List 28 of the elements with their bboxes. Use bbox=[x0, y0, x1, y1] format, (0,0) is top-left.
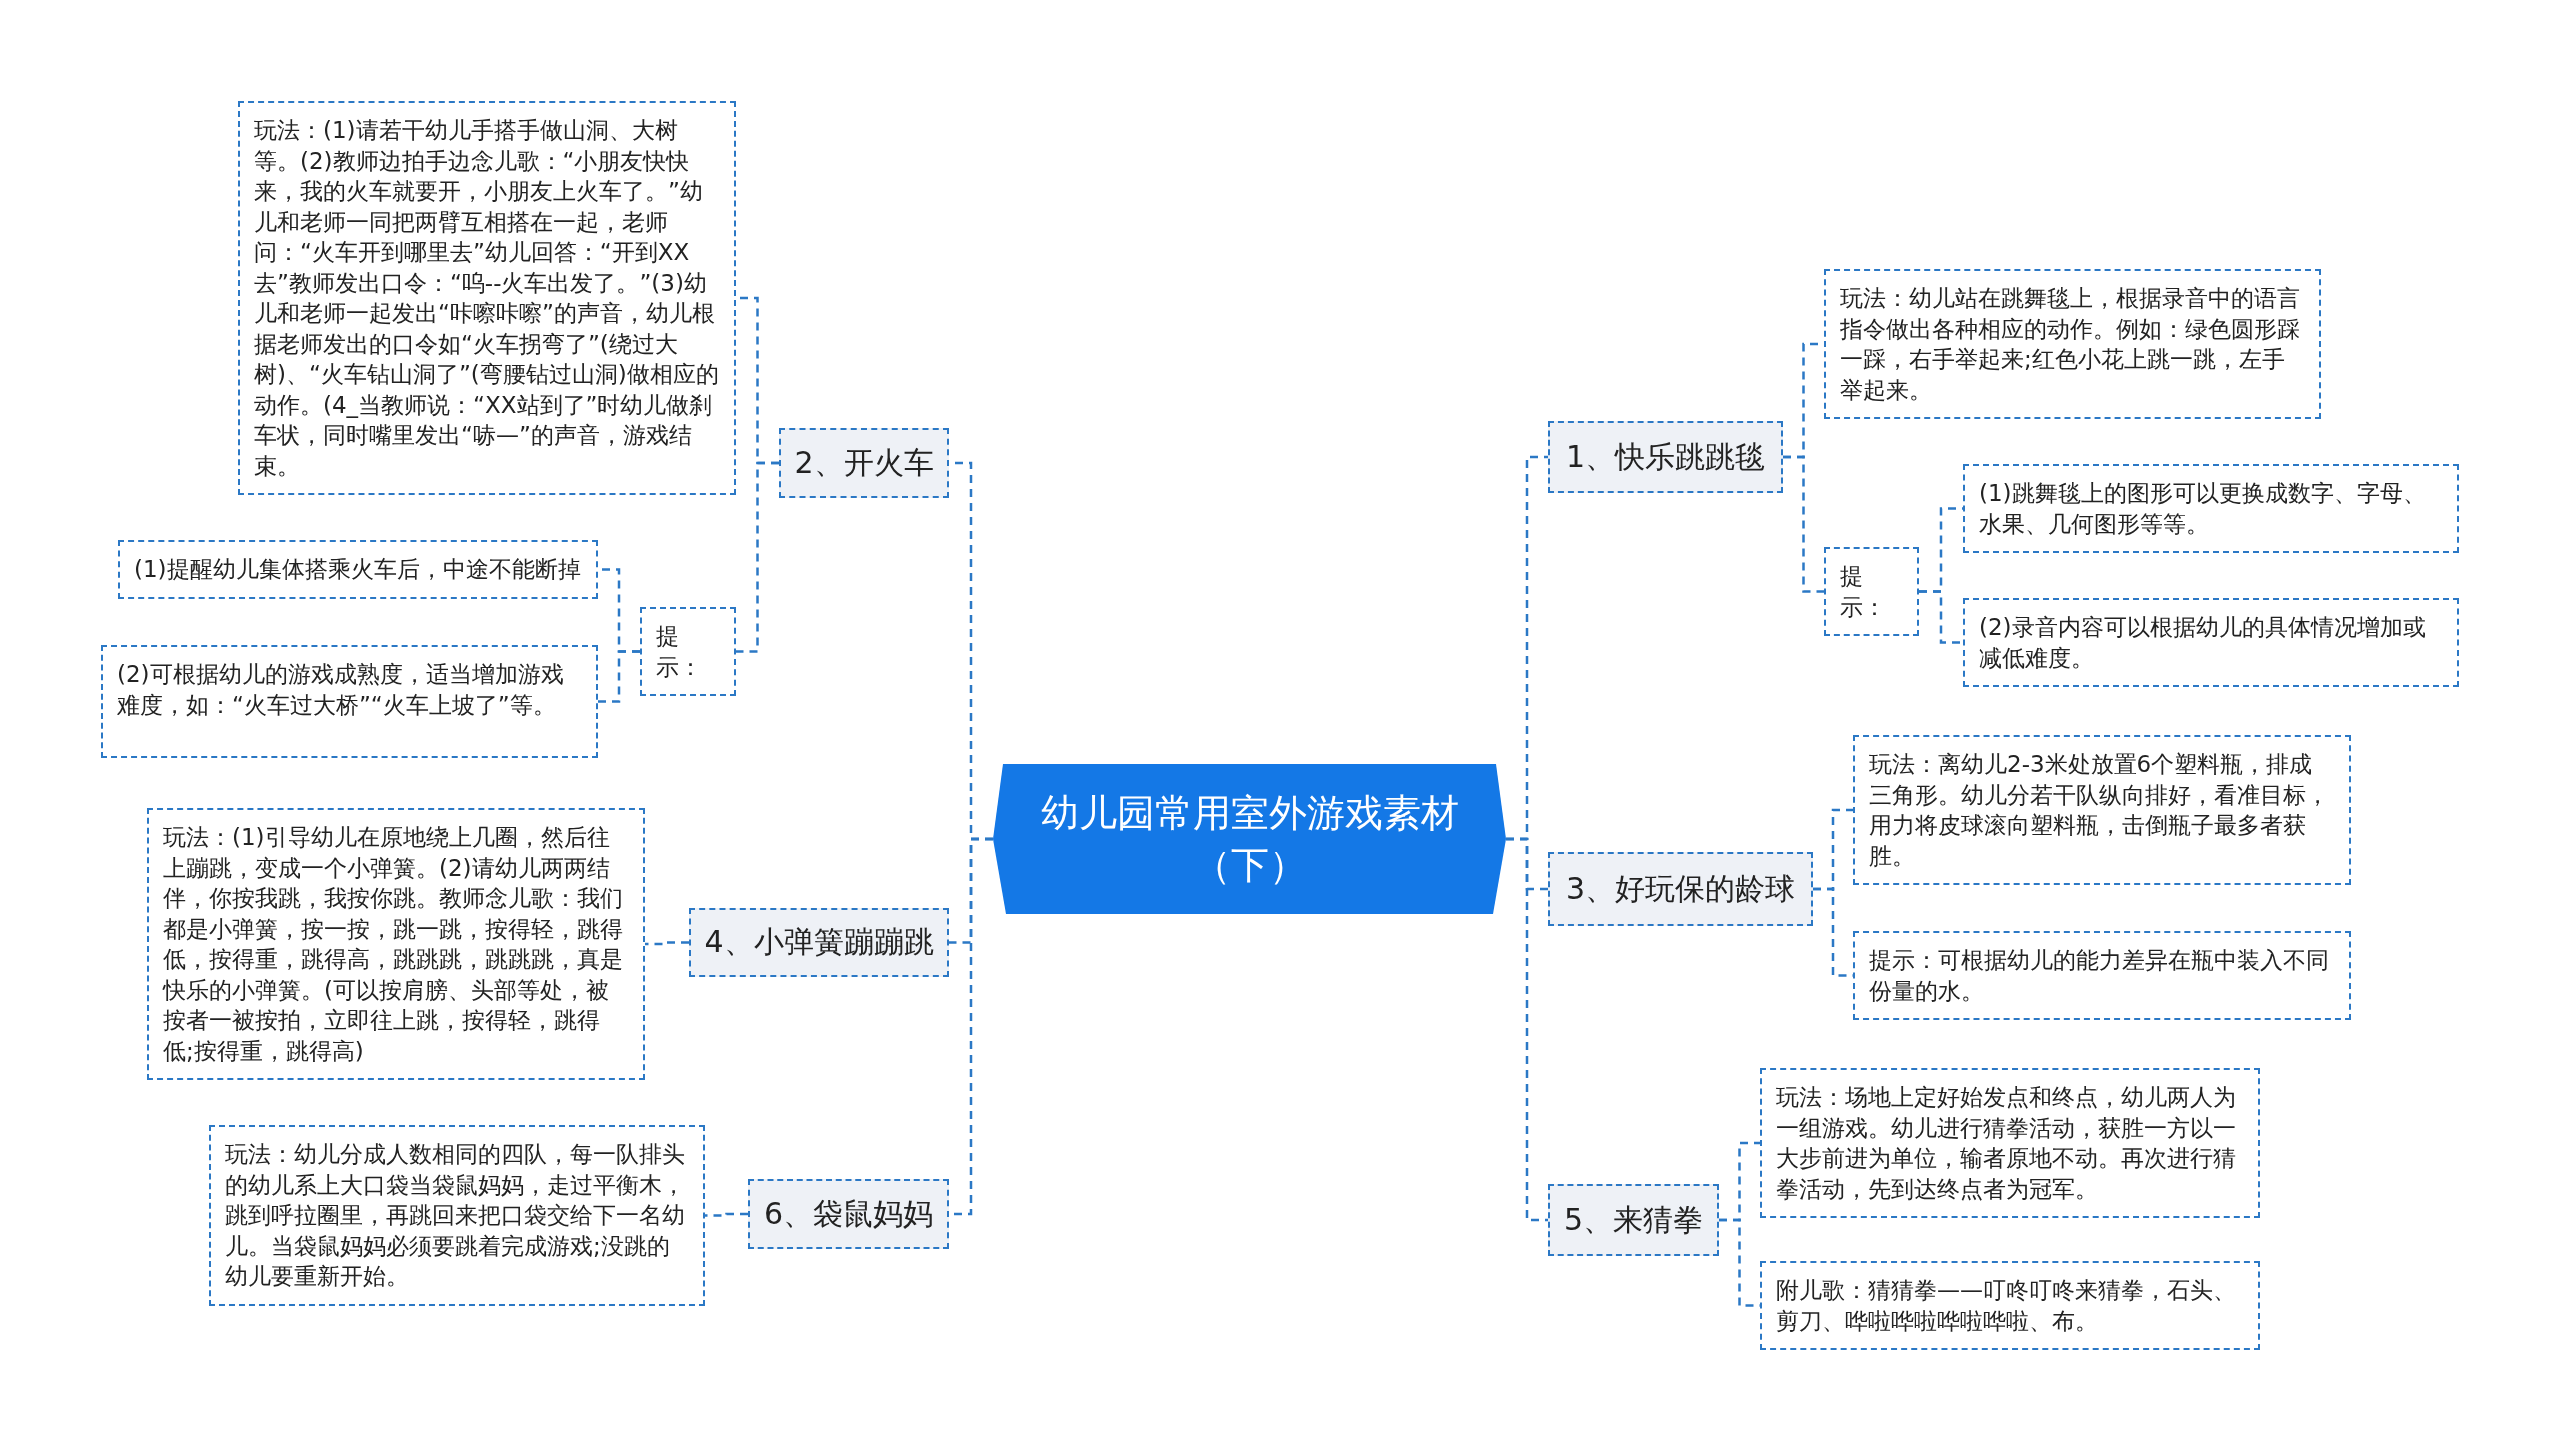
connector bbox=[645, 941, 689, 946]
note-box: (2)可根据幼儿的游戏成熟度，适当增加游戏难度，如：“火车过大桥”“火车上坡了”等。 bbox=[101, 645, 598, 758]
note-box: 玩法：(1)引导幼儿在原地绕上几圈，然后往上蹦跳，变成一个小弹簧。(2)请幼儿两两结伴，你按我跳，我按你跳。教师念儿歌：我们都是小弹簧，按一按，跳一跳，按得轻，跳得低，按得重，跳得高，跳跳跳，跳跳跳，真是快乐的小弹簧。(可以按肩膀、头部等处，被按者一被按拍，立即往上跳，按得轻，跳得低;按得重，跳得高) bbox=[147, 808, 645, 1080]
note-box: (1)提醒幼儿集体搭乘火车后，中途不能断掉 bbox=[118, 540, 598, 599]
connector bbox=[598, 650, 640, 703]
note-box: (2)录音内容可以根据幼儿的具体情况增加或减低难度。 bbox=[1963, 598, 2459, 687]
note-box: 附儿歌：猜猜拳——叮咚叮咚来猜拳，石头、剪刀、哗啦哗啦哗啦哗啦、布。 bbox=[1760, 1261, 2260, 1350]
connector bbox=[1919, 590, 1963, 644]
note-box: 提示：可根据幼儿的能力差异在瓶中装入不同份量的水。 bbox=[1853, 931, 2351, 1020]
note-box: 玩法：离幼儿2-3米处放置6个塑料瓶，排成三角形。幼儿分若干队纵向排好，看准目标，用力将皮球滚向塑料瓶，击倒瓶子最多者获胜。 bbox=[1853, 735, 2351, 885]
note-box: 玩法：场地上定好始发点和终点，幼儿两人为一组游戏。幼儿进行猜拳活动，获胜一方以一大步前进为单位，输者原地不动。再次进行猜拳活动，先到达终点者为冠军。 bbox=[1760, 1068, 2260, 1218]
note-box: (1)跳舞毯上的图形可以更换成数字、字母、水果、几何图形等等。 bbox=[1963, 464, 2459, 553]
note-box: 玩法：幼儿分成人数相同的四队，每一队排头的幼儿系上大口袋当袋鼠妈妈，走过平衡木，跳到呼拉圈里，再跳回来把口袋交给下一名幼儿。当袋鼠妈妈必须要跳着完成游戏;没跳的幼儿要重新开始。 bbox=[209, 1125, 705, 1306]
topic-box: 3、好玩保的龄球 bbox=[1548, 852, 1813, 926]
topic-box: 6、袋鼠妈妈 bbox=[748, 1179, 949, 1249]
note-box: 玩法：(1)请若干幼儿手搭手做山洞、大树等。(2)教师边拍手边念儿歌：“小朋友快快来，我的火车就要开，小朋友上火车了。”幼儿和老师一同把两臂互相搭在一起，老师问：“火车开到哪里去”幼儿回答：“开到XX去”教师发出口令：“呜--火车出发了。”(3)幼儿和老师一起发出“咔嚓咔嚓”的声音，幼儿根据老师发出的口令如“火车拐弯了”(绕过大树)、“火车钻山洞了”(弯腰钻过山洞)做相应的动作。(4_当教师说：“XX站到了”时幼儿做刹车状，同时嘴里发出“哧—”的声音，游戏结束。 bbox=[238, 101, 736, 495]
topic-box: 1、快乐跳跳毯 bbox=[1548, 421, 1783, 493]
central-topic: 幼儿园常用室外游戏素材（下） bbox=[993, 764, 1506, 914]
note-box: 玩法：幼儿站在跳舞毯上，根据录音中的语言指令做出各种相应的动作。例如：绿色圆形踩一踩，右手举起来;红色小花上跳一跳，左手举起来。 bbox=[1824, 269, 2321, 419]
note-box: 提示： bbox=[640, 607, 736, 696]
connector bbox=[1506, 837, 1548, 1222]
topic-box: 5、来猜拳 bbox=[1548, 1184, 1719, 1256]
connector bbox=[736, 461, 779, 653]
connector bbox=[1783, 455, 1824, 593]
connector bbox=[705, 1212, 748, 1217]
note-box: 提示： bbox=[1824, 547, 1919, 636]
topic-box: 2、开火车 bbox=[779, 428, 949, 498]
topic-box: 4、小弹簧蹦蹦跳 bbox=[689, 908, 949, 977]
